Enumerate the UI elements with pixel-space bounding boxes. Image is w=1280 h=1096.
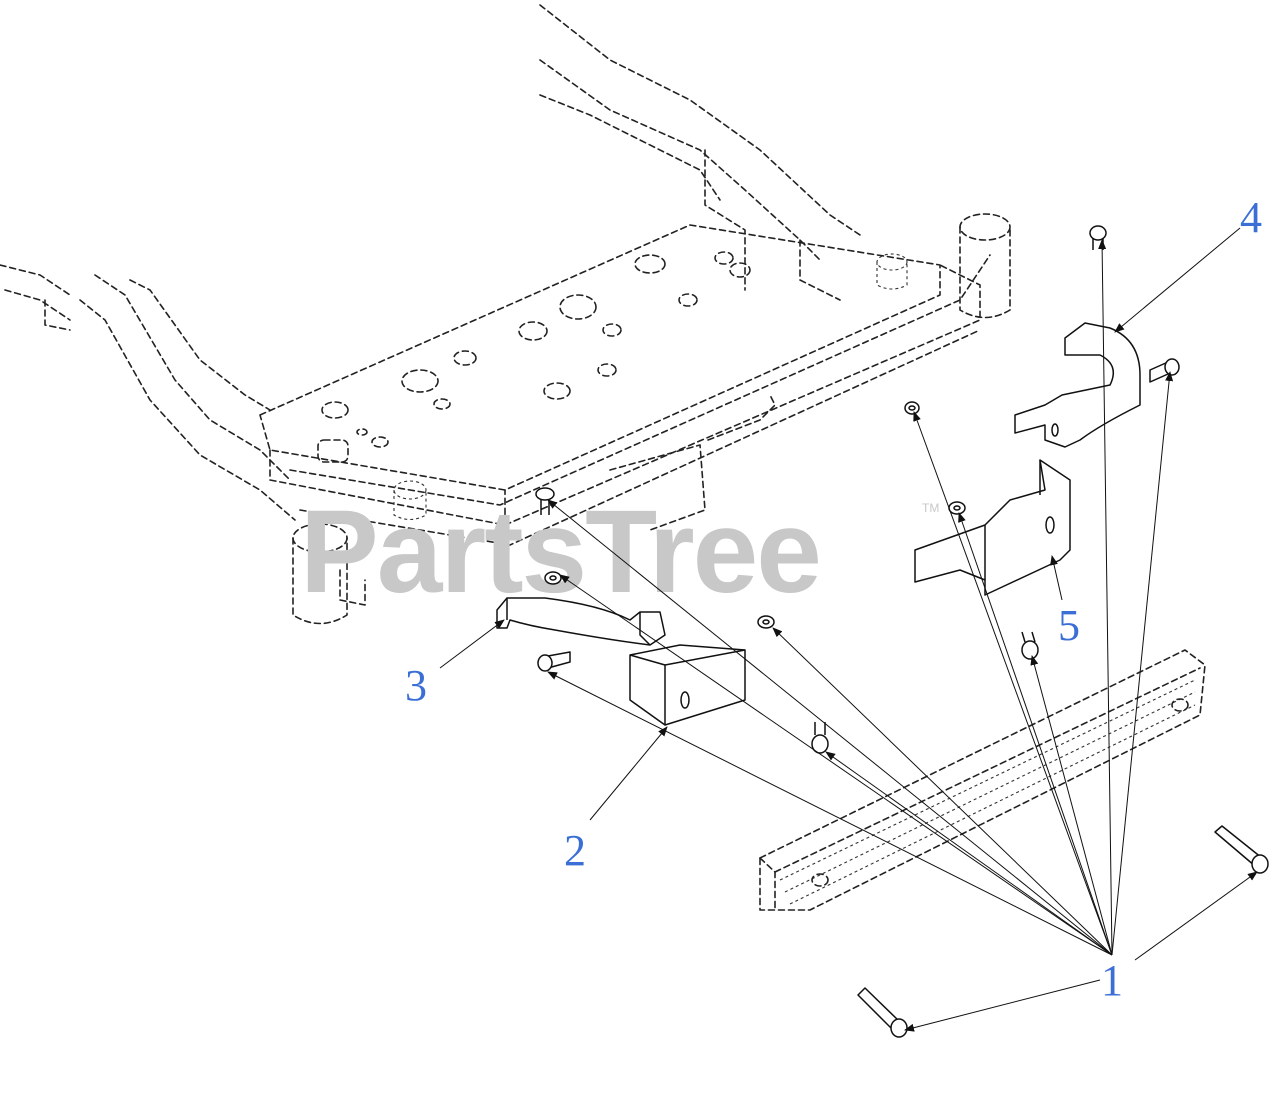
pin-bottom-icon (857, 987, 908, 1038)
bracket-2 (629, 644, 746, 726)
bracket-3 (496, 597, 666, 646)
bolt-left-icon (537, 651, 571, 672)
nut-center-icon (757, 615, 775, 629)
callout-2: 2 (564, 826, 586, 875)
bolt-center-icon (535, 487, 555, 515)
front-bumper-dashed (759, 649, 1206, 911)
callout-1: 1 (1101, 956, 1123, 1005)
leader-lines (439, 227, 1258, 1032)
bolt-right-icon (1149, 358, 1180, 383)
watermark-text: PartsTree (300, 486, 820, 618)
watermark: PartsTree TM (300, 486, 939, 618)
nut-5-upper-icon (904, 401, 920, 415)
bracket-4 (1014, 322, 1141, 448)
hardware (535, 225, 1269, 1038)
callout-labels: 1 2 3 4 5 (405, 193, 1262, 1005)
bolt-lower-icon (811, 722, 829, 754)
bolt-top-icon (1089, 225, 1107, 250)
callout-5: 5 (1058, 601, 1080, 650)
callout-4: 4 (1240, 193, 1262, 242)
nut-5-mid-icon (948, 501, 966, 515)
callout-3: 3 (405, 661, 427, 710)
bolt-bumper-icon (1021, 631, 1039, 660)
mower-frame-dashed (0, 4, 1011, 625)
watermark-tm: TM (922, 501, 939, 515)
nut-3-icon (544, 571, 562, 585)
pin-right-icon (1214, 825, 1269, 874)
bracket-5 (914, 459, 1071, 596)
